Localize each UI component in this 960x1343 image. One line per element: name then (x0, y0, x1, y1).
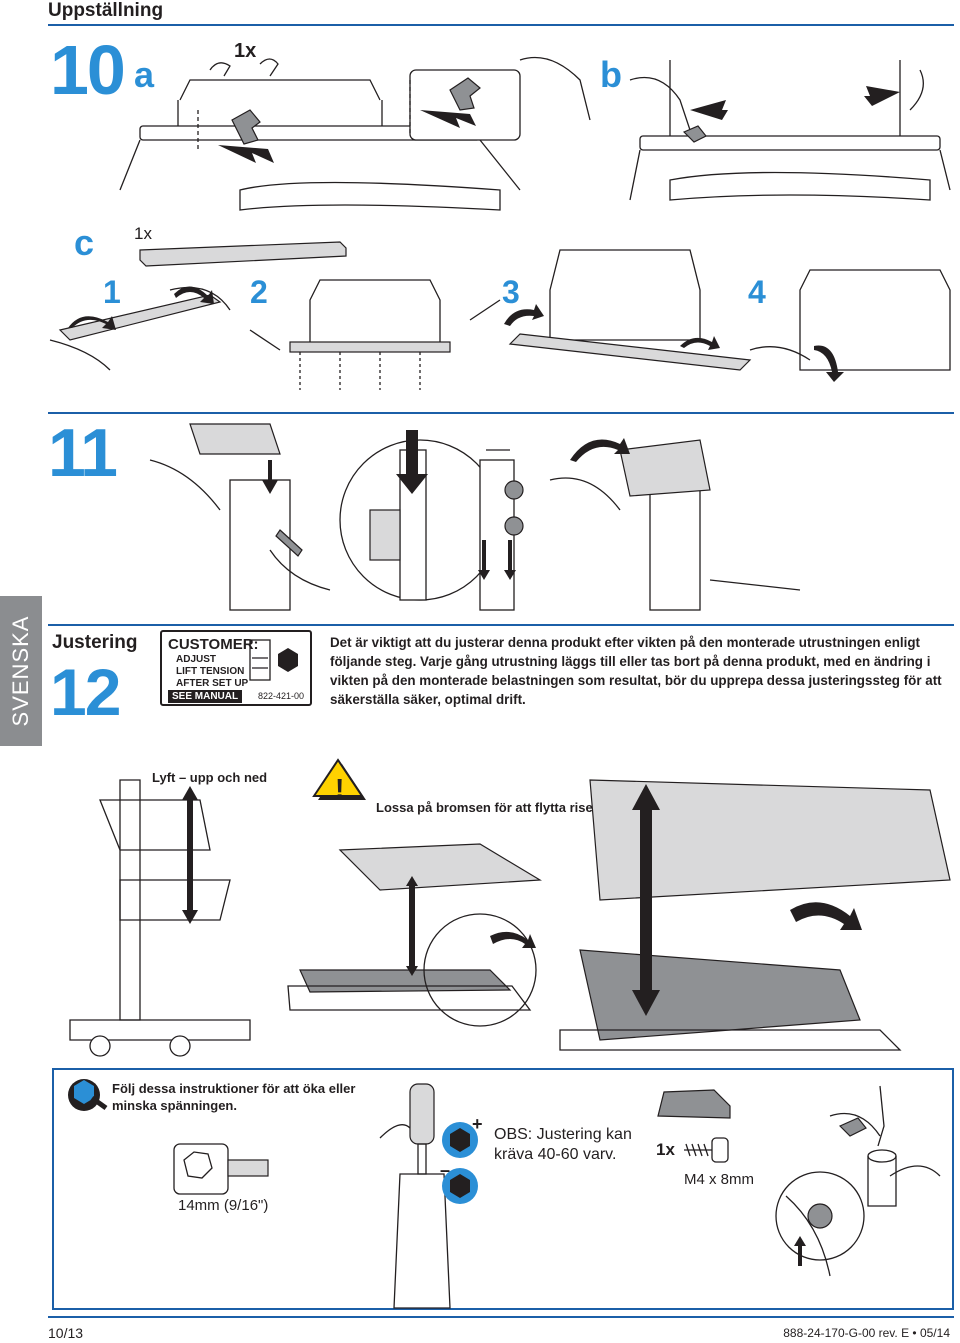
customer-label-line3: AFTER SET UP (176, 678, 249, 689)
step-10c-sub-2: 2 (250, 274, 268, 310)
step-10b-letter: b (600, 54, 622, 95)
lift-tension-icon (249, 639, 298, 681)
illustration-10b (629, 60, 951, 201)
step-12-heading: Justering (52, 632, 138, 653)
illustration-11 (149, 423, 801, 611)
customer-label: CUSTOMER: ADJUST LIFT TENSION AFTER SET … (160, 630, 312, 706)
customer-label-line1: ADJUST (176, 654, 217, 665)
step-10c-sub-4: 4 (748, 274, 766, 310)
svg-text:+: + (472, 1114, 483, 1134)
step-10a-letter: a (134, 54, 155, 95)
socket-illustration (173, 1143, 269, 1195)
rule-12 (48, 624, 954, 626)
illustration-10c-bar (139, 241, 347, 267)
illustration-12: ! (69, 758, 951, 1057)
brake-warning: Lossa på bromsen för att flytta risern. (376, 800, 610, 815)
header-rule (48, 24, 954, 26)
step-number-11: 11 (48, 415, 118, 491)
customer-label-line2: LIFT TENSION (176, 666, 245, 677)
step-number-12: 12 (50, 655, 121, 729)
step-10c-sub-3: 3 (502, 274, 520, 310)
screw-illustration (684, 1137, 729, 1163)
customer-label-manual: SEE MANUAL (168, 690, 243, 703)
obs-line-2: kräva 40-60 varv. (494, 1146, 617, 1163)
screw-size: M4 x 8mm (684, 1171, 755, 1188)
svg-text:!: ! (335, 773, 344, 804)
language-tab: SVENSKA (0, 596, 42, 746)
cap-illustration (657, 1089, 731, 1119)
svg-text:–: – (440, 1160, 450, 1180)
step-10a-qty: 1x (234, 40, 257, 62)
step-10c-letter: c (74, 222, 95, 263)
page-title: Uppställning (48, 0, 164, 21)
obs-line-1: OBS: Justering kan (494, 1126, 632, 1143)
customer-label-title: CUSTOMER: (168, 636, 259, 653)
footer-rule (48, 1316, 954, 1318)
step-10c-sub-1: 1 (103, 274, 121, 310)
illustration-10c-panels (49, 249, 951, 390)
tension-nut-icon (68, 1079, 108, 1111)
customer-label-part: 822-421-00 (257, 691, 304, 701)
rule-11 (48, 412, 954, 414)
document-number: 888-24-170-G-00 rev. E • 05/14 (783, 1326, 950, 1340)
lift-label: Lyft – upp och ned (152, 770, 268, 785)
tension-instruction: Följ dessa instruktioner för att öka ell… (112, 1081, 356, 1113)
step-12-intro: Det är viktigt att du justerar denna pro… (330, 635, 942, 707)
cap-install-illustration (775, 1085, 941, 1277)
riser-column-illustration (379, 1083, 451, 1309)
page-number: 10/13 (48, 1325, 84, 1341)
step-10c-qty: 1x (134, 224, 152, 243)
socket-size: 14mm (9/16") (178, 1197, 269, 1214)
screw-qty: 1x (656, 1140, 675, 1159)
step-number-10: 10 (50, 31, 126, 109)
language-label: SVENSKA (8, 615, 33, 727)
tension-direction-icons: + – (440, 1114, 483, 1204)
illustration-10a (119, 56, 591, 211)
tension-instructions-box (52, 1068, 954, 1310)
